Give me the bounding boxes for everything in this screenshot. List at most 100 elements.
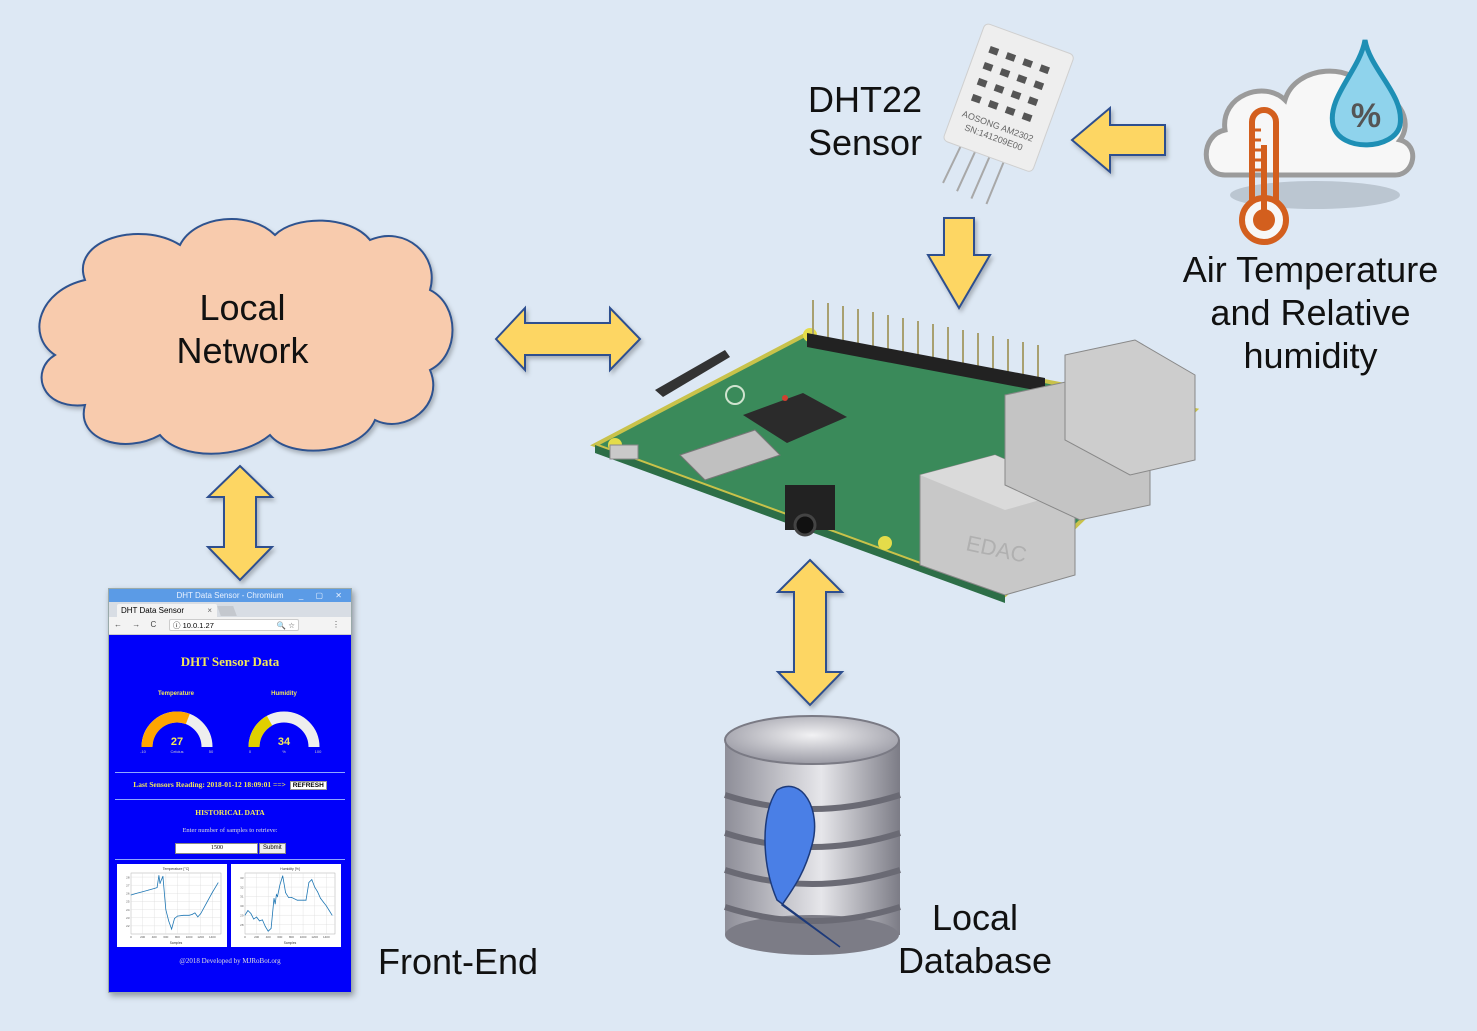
- data-point: [317, 891, 318, 893]
- y-tick-label: 27: [126, 883, 130, 887]
- y-tick-label: 23: [126, 916, 130, 920]
- humidity-value: 34: [278, 736, 291, 748]
- data-point: [244, 914, 246, 916]
- window-controls[interactable]: _ ▢ ✕: [298, 591, 347, 600]
- x-tick-label: 1200: [311, 935, 318, 939]
- arrow-board-database: [775, 558, 845, 707]
- percent-symbol: %: [1351, 97, 1381, 135]
- data-point: [247, 910, 249, 911]
- browser-tab[interactable]: DHT Data Sensor ×: [117, 604, 217, 617]
- submit-button[interactable]: Submit: [259, 843, 286, 854]
- data-point: [165, 909, 167, 910]
- y-tick-label: 32: [240, 885, 244, 889]
- temperature-gauge-label: Temperature: [158, 691, 194, 697]
- data-point: [194, 912, 196, 914]
- data-point: [323, 901, 324, 903]
- data-point: [197, 916, 199, 918]
- x-tick-label: 1200: [197, 935, 204, 939]
- samples-input[interactable]: 1500: [175, 843, 258, 854]
- x-tick-label: 1400: [209, 935, 216, 939]
- environment-label-line3: humidity: [1243, 335, 1378, 377]
- frontend-browser-window: DHT Data Sensor - Chromium _ ▢ ✕ DHT Dat…: [108, 588, 352, 993]
- data-point: [288, 897, 289, 898]
- data-point: [159, 883, 161, 884]
- temperature-gauge: 27 -10 Celcius 50: [140, 711, 214, 754]
- feather-icon: [764, 785, 841, 948]
- new-tab-button[interactable]: [217, 606, 237, 616]
- temperature-unit: Celcius: [170, 749, 183, 754]
- data-point: [302, 899, 304, 901]
- data-point: [206, 902, 207, 904]
- x-tick-label: 1400: [323, 935, 330, 939]
- browser-titlebar: DHT Data Sensor - Chromium _ ▢ ✕: [109, 589, 351, 602]
- network-label-line1: Local: [199, 287, 286, 328]
- omnibox-icons[interactable]: 🔍 ☆: [276, 621, 295, 630]
- last-reading-row: Last Sensors Reading: 2018-01-12 18:09:0…: [109, 780, 351, 790]
- data-point: [256, 916, 257, 918]
- gpio-header: [812, 300, 1039, 380]
- data-point: [217, 882, 219, 884]
- data-point: [285, 892, 286, 894]
- arrow-network-frontend: [205, 464, 275, 582]
- refresh-button[interactable]: REFRESH: [289, 781, 327, 790]
- x-tick-label: 200: [140, 935, 145, 939]
- x-tick-label: 800: [175, 935, 180, 939]
- data-point: [328, 910, 330, 911]
- tab-close-icon[interactable]: ×: [207, 606, 212, 615]
- x-tick-label: 0: [130, 935, 132, 939]
- environment-label: Air Temperature and Relative humidity: [1168, 248, 1453, 378]
- data-point: [162, 875, 164, 877]
- x-tick-label: 200: [254, 935, 259, 939]
- data-point: [168, 920, 170, 922]
- navigation-icons[interactable]: ← → C: [114, 620, 161, 629]
- window-title: DHT Data Sensor - Chromium: [176, 591, 284, 600]
- page-footer: @2018 Developed by MJRoBot.org: [179, 957, 281, 965]
- data-point: [136, 892, 138, 894]
- y-tick-label: 30: [240, 904, 244, 908]
- chart-title: Humidity [%]: [280, 867, 300, 871]
- tab-bar: DHT Data Sensor ×: [109, 602, 351, 617]
- temperature-max: 50: [209, 749, 214, 754]
- y-tick-label: 22: [126, 924, 130, 928]
- data-point: [158, 875, 160, 876]
- weather-cloud-icon: %: [1203, 39, 1416, 245]
- data-point: [267, 930, 269, 932]
- samples-prompt: Enter number of samples to retrieve:: [182, 827, 278, 834]
- environment-label-line2: and Relative: [1210, 292, 1411, 334]
- data-point: [325, 905, 327, 907]
- x-tick-label: 600: [163, 935, 168, 939]
- y-tick-label: 26: [126, 892, 130, 896]
- tab-label: DHT Data Sensor: [121, 606, 184, 615]
- humidity-gauge-label: Humidity: [271, 691, 297, 697]
- data-point: [177, 915, 178, 917]
- divider: [115, 772, 345, 773]
- x-tick-label: 400: [152, 935, 157, 939]
- divider: [115, 859, 345, 860]
- data-point: [276, 894, 277, 895]
- data-point: [331, 914, 333, 916]
- browser-menu-icon[interactable]: ⋮: [332, 620, 345, 629]
- data-point: [305, 899, 307, 901]
- address-bar: ← → C ⓘ 10.0.1.27 🔍 ☆ ⋮: [109, 617, 351, 635]
- raspberry-pi-board: EDAC: [590, 300, 1200, 603]
- x-tick-label: 600: [277, 935, 282, 939]
- divider: [115, 799, 345, 800]
- temperature-gauge-fill: [141, 711, 190, 748]
- data-point: [320, 897, 321, 899]
- humidity-unit: %: [282, 749, 286, 754]
- data-point: [211, 892, 213, 893]
- data-point: [191, 914, 193, 915]
- database-label-line1: Local: [931, 897, 1019, 938]
- data-point: [160, 879, 162, 881]
- arrow-environment-to-sensor: [1070, 105, 1166, 175]
- sensor-label-line1: DHT22: [808, 79, 923, 120]
- x-tick-label: 800: [289, 935, 294, 939]
- url-text: ⓘ 10.0.1.27: [173, 621, 214, 630]
- x-tick-label: 1000: [186, 935, 193, 939]
- data-point: [262, 919, 263, 921]
- url-input[interactable]: ⓘ 10.0.1.27 🔍 ☆: [169, 619, 299, 631]
- sensor-label-line2: Sensor: [808, 122, 923, 164]
